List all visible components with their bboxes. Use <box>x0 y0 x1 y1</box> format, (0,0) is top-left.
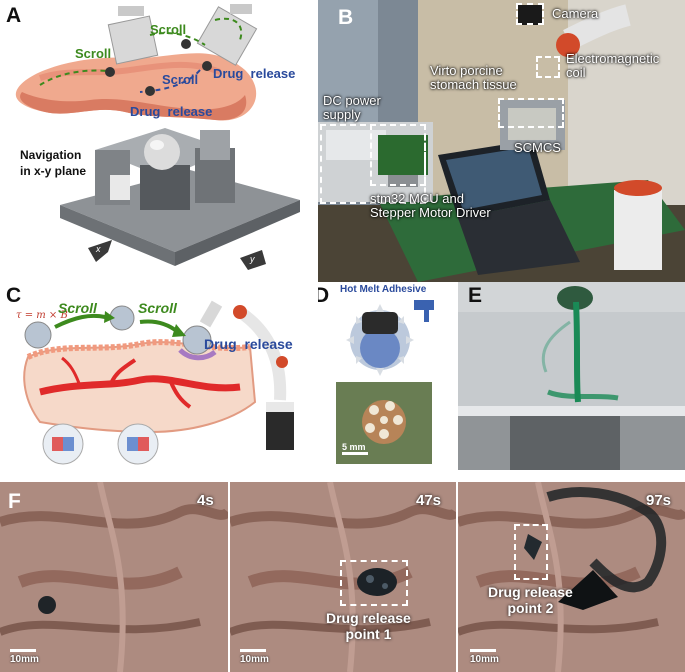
scroll-label-c1: Scroll <box>58 300 97 316</box>
mcu-box <box>370 124 426 186</box>
frame-2-scalebar <box>240 649 266 652</box>
scroll-label-c2: Scroll <box>138 300 177 316</box>
scmcs-label: SCMCS <box>514 140 561 155</box>
drug-release-label-1: Drug release <box>213 66 296 81</box>
panel-a-illustration <box>15 4 300 270</box>
frame-3-scalebar <box>470 649 496 652</box>
frame-2: 47s Drug release point 1 10mm <box>230 482 456 672</box>
scroll-label-2: Scroll <box>75 46 112 61</box>
panel-e-label: E <box>468 284 483 307</box>
coil-label: Electromagnetic coil <box>566 51 660 80</box>
torque-equation: τ = m × B <box>16 310 68 321</box>
coil-box <box>536 56 560 78</box>
panel-f: F 4s 10mm 47s Drug release point 1 10mm <box>0 482 685 672</box>
tissue-box <box>498 98 564 128</box>
panel-c-label: C <box>6 284 22 307</box>
frame-3-scale-label: 10mm <box>470 654 499 665</box>
dc-power-label: DC power supply <box>323 93 381 122</box>
mcu-label: stm32 MCU and Stepper Motor Driver <box>370 191 491 220</box>
axis-x-label: x <box>96 244 101 254</box>
navigation-label: Navigation <box>20 148 82 162</box>
camera-label: Camera <box>552 6 599 21</box>
panel-d: D Hot Melt Adhesive 5 mm <box>318 282 455 470</box>
panel-c-illustration <box>23 300 294 465</box>
drug-release-label-2: Drug release <box>130 104 213 119</box>
panel-d-label: D <box>318 284 330 307</box>
panel-a: A Scroll Scroll Scroll Drug release Drug… <box>0 0 318 282</box>
frame-3-photo <box>458 482 685 672</box>
axis-y-label: y <box>250 254 255 264</box>
plane-label: in x-y plane <box>20 164 87 178</box>
frame-1-photo <box>0 482 228 672</box>
release-point-2-box <box>514 524 548 580</box>
panel-e: E <box>458 282 685 470</box>
panel-b-label: B <box>338 6 354 29</box>
panel-a-label: A <box>6 4 22 27</box>
panel-d-scale-label: 5 mm <box>342 442 366 452</box>
frame-3-time: 97s <box>646 492 672 509</box>
frame-1: F 4s 10mm <box>0 482 228 672</box>
frame-1-time: 4s <box>197 492 214 509</box>
camera-box <box>516 3 544 25</box>
release-point-1-box <box>340 560 408 606</box>
scroll-label-3: Scroll <box>162 72 199 87</box>
frame-2-scale-label: 10mm <box>240 654 269 665</box>
release-point-2-label: Drug release point 2 <box>488 584 573 616</box>
panel-b: B Camera Electromagnetic coil Virto porc… <box>318 0 685 282</box>
panel-c: C τ = m × B Scroll Scroll Drug release <box>0 282 318 470</box>
release-point-1-label: Drug release point 1 <box>326 610 411 642</box>
frame-2-photo <box>230 482 456 672</box>
frame-1-scale-label: 10mm <box>10 654 39 665</box>
drug-release-label-c: Drug release <box>204 336 293 352</box>
frame-2-time: 47s <box>416 492 442 509</box>
panel-d-illustration <box>336 300 434 464</box>
panel-e-photo <box>458 282 685 470</box>
scroll-label-1: Scroll <box>150 22 187 37</box>
frame-3: 97s Drug release point 2 10mm <box>458 482 685 672</box>
hot-melt-label: Hot Melt Adhesive <box>340 284 427 295</box>
frame-1-scalebar <box>10 649 36 652</box>
panel-f-label: F <box>8 490 21 513</box>
panel-b-photo <box>318 0 685 282</box>
tissue-label: Virto porcine stomach tissue <box>430 63 517 92</box>
